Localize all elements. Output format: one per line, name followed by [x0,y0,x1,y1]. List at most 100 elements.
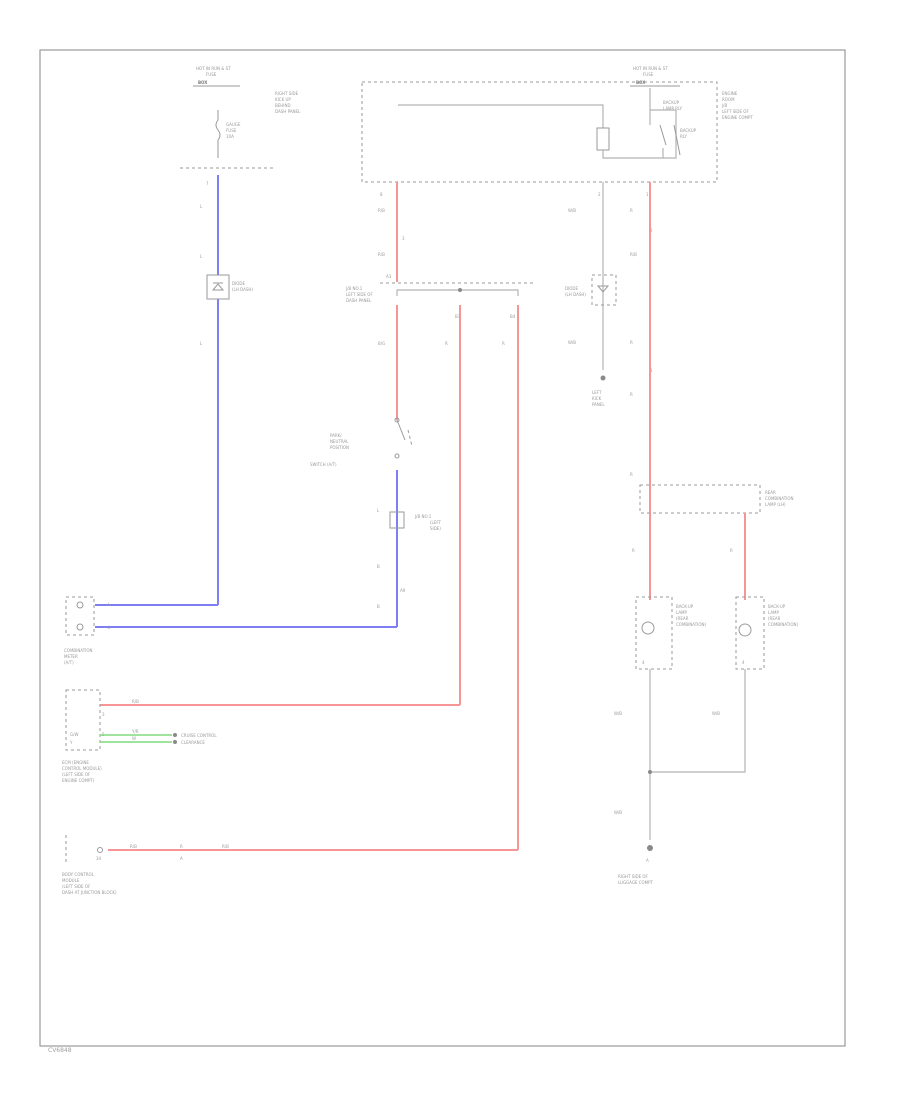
svg-text:SIDE): SIDE) [430,526,441,531]
svg-text:4: 4 [642,660,645,665]
svg-text:R/B: R/B [132,699,139,704]
svg-text:R: R [180,844,183,849]
svg-text:POSITION: POSITION [330,445,349,450]
svg-text:(LH DASH): (LH DASH) [565,292,586,297]
svg-text:R: R [630,392,633,397]
svg-text:HOT IN RUN & ST: HOT IN RUN & ST [633,66,668,71]
svg-text:G/W: G/W [70,732,78,737]
fuse-left-desc-1: RIGHT SIDE [275,91,299,96]
svg-text:W/B: W/B [614,711,622,716]
svg-text:34: 34 [96,856,102,861]
svg-text:COMBINATION: COMBINATION [64,648,93,653]
svg-text:L: L [377,508,380,513]
diagram-frame [39,49,846,1047]
ground-left-kick: LEFT KICK PANEL [592,375,606,407]
svg-text:RIGHT SIDE OF: RIGHT SIDE OF [618,874,649,879]
svg-text:B: B [377,604,380,609]
svg-text:CONTROL MODULE): CONTROL MODULE) [62,766,102,771]
svg-text:3: 3 [402,236,405,241]
svg-text:2: 2 [598,192,601,197]
svg-text:DASH PANEL: DASH PANEL [346,298,372,303]
tcm-ref-1: CRUISE CONTROL [181,733,217,738]
ground-luggage: A RIGHT SIDE OF LUGGAGE COMPT [618,845,654,885]
svg-text:R/B: R/B [222,844,229,849]
svg-text:DASH AT JUNCTION BLOCK): DASH AT JUNCTION BLOCK) [62,890,117,895]
svg-text:4: 4 [742,660,745,665]
ecm: R/B 3 5 G/W Y ECM (ENGINE CONTROL MODULE… [62,689,139,783]
svg-text:PARK/: PARK/ [330,433,342,438]
svg-text:L: L [108,602,111,607]
wire-code-r1: R/B [378,208,385,213]
jb-mid: A3 J/B NO.1 LEFT SIDE OF DASH PANEL B3 B… [345,274,535,319]
svg-text:LAMP: LAMP [768,610,780,615]
svg-text:W/B: W/B [568,340,576,345]
svg-text:COMBINATION): COMBINATION) [768,622,798,627]
svg-text:BACK-UP: BACK-UP [768,604,786,609]
svg-text:W: W [132,736,136,741]
fuse-left-sub-1: GAUGE [226,122,241,127]
svg-text:LEFT SIDE OF: LEFT SIDE OF [346,292,373,297]
svg-text:NEUTRAL: NEUTRAL [330,439,349,444]
svg-text:3: 3 [102,712,105,717]
svg-text:ECM (ENGINE: ECM (ENGINE [62,760,89,765]
svg-text:BODY CONTROL: BODY CONTROL [62,872,95,877]
svg-text:REAR: REAR [765,490,776,495]
svg-text:A3: A3 [386,274,392,279]
fuse-left-sub-2: FUSE [226,128,237,133]
svg-text:BACKUP: BACKUP [663,100,680,105]
svg-text:BACKUP: BACKUP [680,128,697,133]
relay-block-labels: ENGINE ROOM J/B LEFT SIDE OF ENGINE COMP… [663,91,753,139]
svg-text:PANEL: PANEL [592,402,605,407]
jb-diode-right: DIODE (LH DASH) [565,274,617,306]
svg-text:L: L [108,625,111,630]
svg-text:COMBINATION): COMBINATION) [676,622,706,627]
svg-text:B4: B4 [510,314,516,319]
svg-text:LAMP RLY: LAMP RLY [663,106,683,111]
backup-lamp-right: BACK-UP LAMP (REAR COMBINATION) 4 [735,596,798,670]
fuse-left-label-3: BOX [198,80,207,85]
svg-text:A: A [646,858,649,863]
svg-text:1: 1 [650,368,653,373]
svg-text:R: R [730,548,733,553]
wire-code-l2: L [200,254,203,259]
fuse-left-sub-3: 10A [226,134,234,139]
wire-code-l3: L [200,341,203,346]
svg-text:(LH DASH): (LH DASH) [232,287,253,292]
diagram-id: CV6848 [48,1047,72,1054]
svg-text:W/B: W/B [614,810,622,815]
relay-block-outline [361,81,718,183]
svg-text:(REAR: (REAR [768,616,781,621]
fuse-left-desc-4: DASH PANEL [275,109,301,114]
svg-text:R: R [630,208,633,213]
svg-text:SWITCH (A/T): SWITCH (A/T) [310,462,337,467]
svg-text:METER: METER [64,654,78,659]
svg-text:R/B: R/B [378,252,385,257]
fuse-left-label-1: HOT IN RUN & ST [196,66,231,71]
body-control-module: 34 R/B R R/B A BODY CONTROL MODULE (LEFT… [62,835,229,895]
backup-lamp-left: BACK-UP LAMP (REAR COMBINATION) 4 [635,596,706,670]
svg-text:1: 1 [646,192,649,197]
svg-text:W/B: W/B [712,711,720,716]
svg-text:ENGINE COMPT): ENGINE COMPT) [62,778,95,783]
fuse-left: HOT IN RUN & ST FUSE BOX RIGHT SIDE KICK… [180,66,301,169]
svg-text:(REAR: (REAR [676,616,689,621]
svg-text:COMBINATION: COMBINATION [765,496,794,501]
svg-text:A: A [180,856,183,861]
svg-text:J/B NO.1: J/B NO.1 [345,286,363,291]
svg-text:DIODE: DIODE [565,286,578,291]
svg-text:A9: A9 [400,588,406,593]
wire-code-l1: L [200,204,203,209]
svg-text:R/B: R/B [630,252,637,257]
svg-text:J/B: J/B [721,103,728,108]
svg-text:ENGINE COMPT: ENGINE COMPT [722,115,753,120]
ground-wire-lamp-right [650,669,746,773]
combination-meter: L L COMBINATION METER (A/T) [64,596,111,665]
svg-text:Y: Y [69,740,73,745]
diode-left: DIODE (LH DASH) [206,274,253,300]
svg-text:MODULE: MODULE [62,878,80,883]
fuse-left-desc-3: BEHIND [275,103,291,108]
svg-text:LAMP: LAMP [676,610,688,615]
svg-text:KICK: KICK [592,396,602,401]
relay-coil [596,127,610,151]
